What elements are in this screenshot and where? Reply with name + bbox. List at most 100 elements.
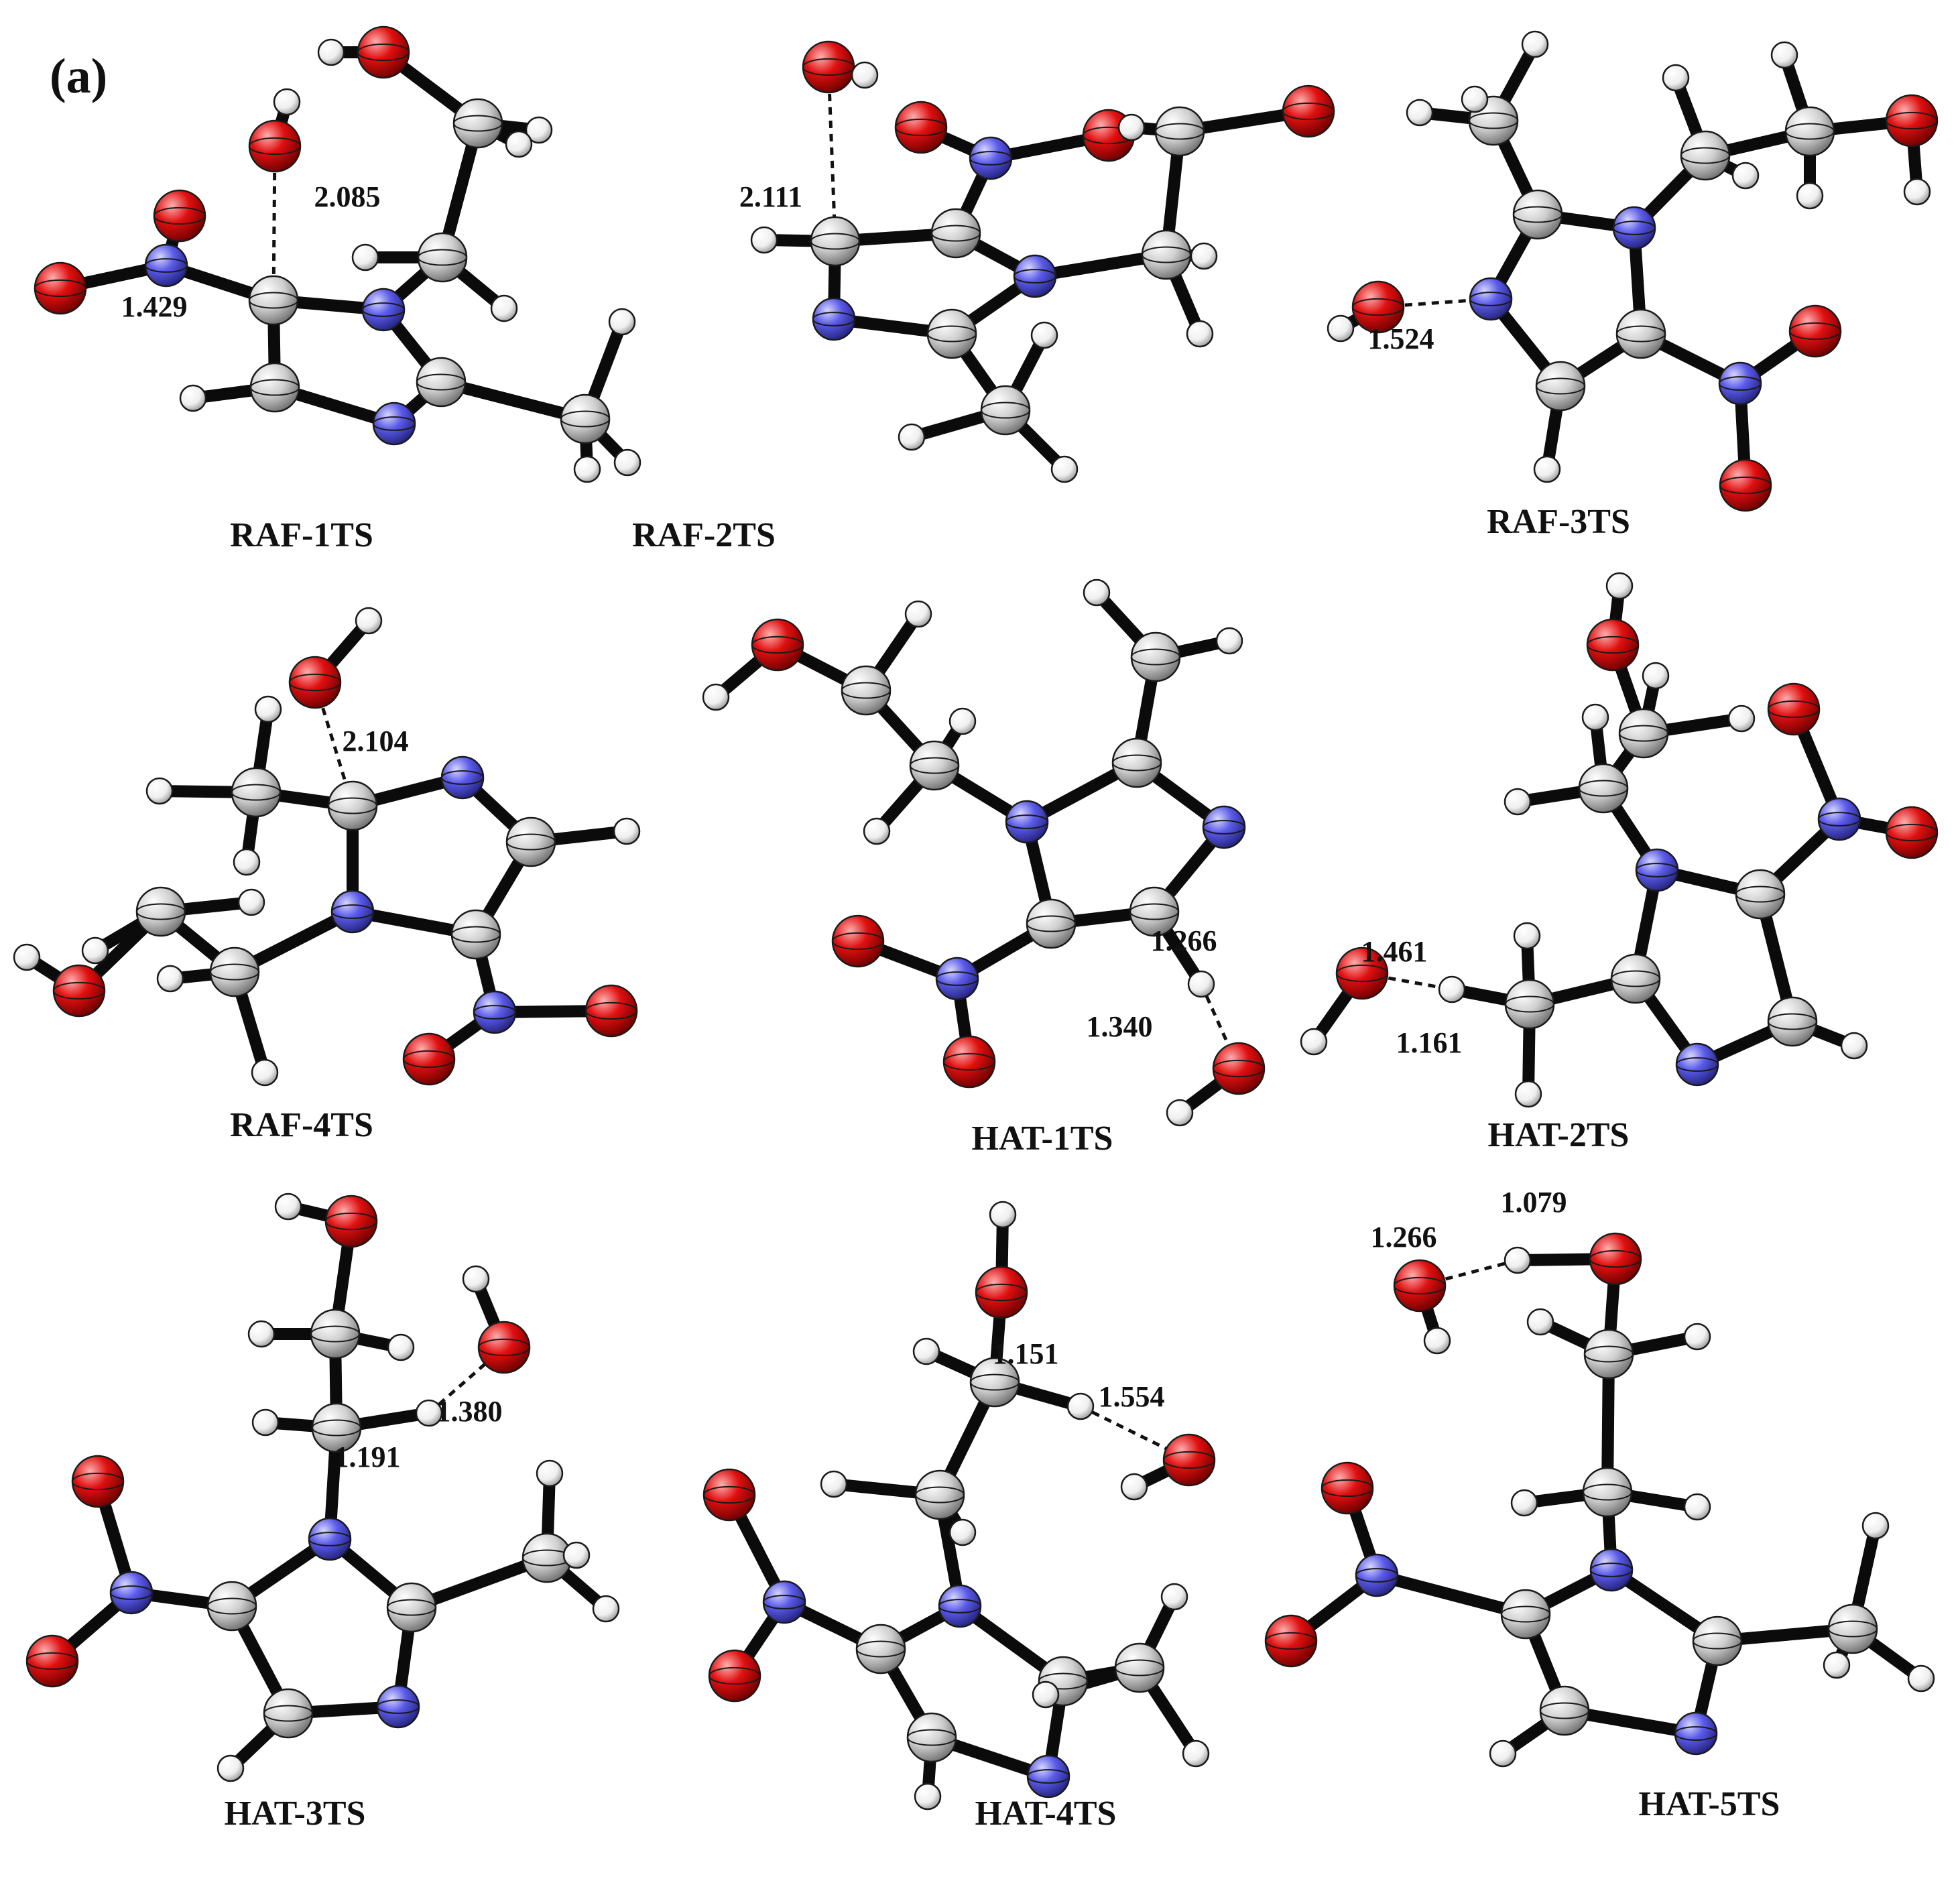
carbon-atom: [1618, 708, 1669, 759]
hydrogen-atom: [1796, 182, 1824, 210]
nitrogen-atom: [1013, 254, 1057, 298]
hydrogen-atom: [820, 1470, 848, 1498]
panel-label: (a): [50, 49, 108, 104]
carbon-atom: [450, 909, 501, 960]
hydrogen-atom: [1642, 662, 1670, 690]
oxygen-atom: [702, 1468, 756, 1522]
atoms: [13, 607, 641, 1087]
carbon-atom: [1539, 1685, 1590, 1736]
oxygen-atom: [942, 1035, 996, 1089]
nitrogen-atom: [144, 243, 188, 288]
bond-distance-label: 1.429: [121, 290, 188, 323]
nitrogen-atom: [330, 890, 375, 934]
carbon-atom: [1504, 979, 1555, 1030]
carbon-atom: [1114, 1642, 1165, 1693]
oxygen-atom: [402, 1032, 456, 1086]
carbon-atom: [926, 308, 977, 359]
hydrogen-atom: [254, 695, 282, 723]
hydrogen-atom: [1438, 975, 1466, 1003]
hydrogen-atom: [237, 888, 265, 916]
oxygen-atom: [585, 984, 638, 1038]
carbon-atom: [1582, 1467, 1633, 1518]
nitrogen-atom: [1675, 1042, 1719, 1087]
nitrogen-atom: [935, 957, 979, 1001]
structure-label: HAT-3TS: [225, 1794, 366, 1833]
carbon-atom: [841, 665, 892, 716]
hydrogen-atom: [1032, 1681, 1060, 1709]
hydrogen-atom: [912, 1337, 940, 1365]
hydrogen-atom: [1662, 64, 1690, 92]
hydrogen-atom: [989, 1201, 1017, 1229]
bond-distance-label: 2.104: [343, 725, 409, 757]
structure-label: HAT-2TS: [1488, 1116, 1630, 1154]
bond-distance-label: 2.111: [739, 180, 802, 213]
hydrogen-atom: [1406, 99, 1434, 127]
oxygen-atom: [751, 618, 804, 672]
structure-label: RAF-1TS: [230, 516, 373, 554]
bond: [1371, 1569, 1532, 1620]
hydrogen-atom: [851, 61, 879, 89]
hydrogen-atom: [1683, 1323, 1711, 1351]
carbon-atom: [249, 362, 300, 413]
atoms: [1300, 572, 1939, 1108]
hydrogen-atom: [317, 38, 345, 66]
hydrogen-atom: [904, 600, 932, 628]
hydrogen-atom: [1581, 703, 1609, 731]
hydrogen-atom: [1190, 242, 1218, 270]
hydrogen-atom: [948, 1518, 977, 1546]
hydrogen-atom: [536, 1459, 564, 1487]
hydrogen-atom: [1514, 1080, 1542, 1108]
oxygen-atom: [248, 119, 302, 173]
oxygen-atom: [1719, 459, 1772, 512]
hydrogen-atom: [1066, 1392, 1095, 1420]
atoms: [34, 25, 641, 483]
oxygen-atom: [1586, 618, 1640, 672]
carbon-atom: [969, 1357, 1020, 1408]
bond-distance-label: 1.161: [1396, 1026, 1463, 1059]
carbon-atom: [206, 1581, 257, 1632]
oxygen-atom: [1321, 1461, 1374, 1515]
hydrogen-atom: [1526, 1308, 1554, 1336]
hydrogen-atom: [702, 683, 730, 711]
bond-distance-label: 1.191: [334, 1441, 401, 1473]
nitrogen-atom: [1355, 1553, 1399, 1597]
nitrogen-atom: [473, 990, 517, 1034]
nitrogen-atom: [1817, 797, 1861, 841]
hydrogen-atom: [863, 817, 891, 845]
structure-label: HAT-5TS: [1639, 1785, 1780, 1823]
carbon-atom: [855, 1624, 906, 1674]
carbon-atom: [1735, 869, 1786, 920]
hydrogen-atom: [1510, 1489, 1538, 1517]
structure-label: HAT-4TS: [975, 1794, 1117, 1833]
oxygen-atom: [71, 1455, 125, 1508]
hydrogen-atom: [1489, 1740, 1517, 1768]
atoms: [750, 40, 1335, 483]
oxygen-atom: [1767, 682, 1821, 736]
hydrogen-atom: [156, 965, 184, 993]
hydrogen-atom: [750, 226, 778, 254]
nitrogen-atom: [361, 288, 406, 332]
hydrogen-atom: [1117, 113, 1146, 141]
oxygen-atom: [802, 40, 855, 94]
carbon-atom: [1784, 106, 1835, 157]
carbon-atom: [1610, 953, 1661, 1004]
carbon-atom: [310, 1308, 361, 1359]
hydrogen-atom: [1030, 321, 1058, 349]
carbon-atom: [1583, 1329, 1634, 1380]
hydrogen-atom: [1727, 705, 1756, 733]
atoms: [1327, 30, 1939, 512]
hydrogen-atom: [81, 936, 109, 965]
carbon-atom: [1130, 631, 1181, 682]
bond-distance-label: 1.554: [1099, 1380, 1165, 1413]
carbon-atom: [1767, 996, 1818, 1047]
hydrogen-atom: [613, 448, 641, 477]
hydrogen-atom: [1186, 320, 1214, 348]
oxygen-atom: [1589, 1232, 1642, 1286]
hydrogen-atom: [592, 1595, 620, 1623]
hydrogen-atom: [505, 130, 533, 158]
carbon-atom: [930, 208, 981, 259]
